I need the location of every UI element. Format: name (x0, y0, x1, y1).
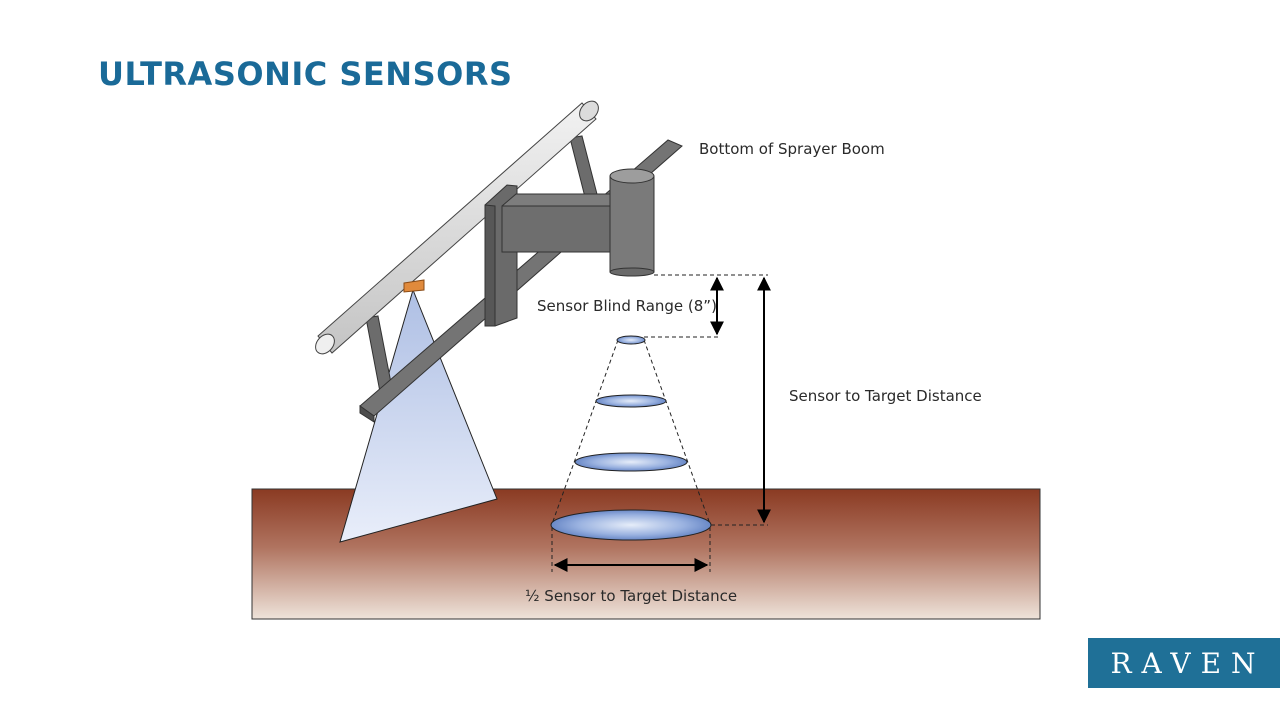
label-blind-range: Sensor Blind Range (8”) (537, 297, 717, 315)
label-bottom-of-boom: Bottom of Sprayer Boom (699, 140, 885, 158)
boom-strut-right (569, 135, 599, 202)
footprint-ellipse-2 (595, 394, 667, 408)
spray-cone (339, 288, 498, 543)
footprint-ellipse-3 (574, 452, 688, 472)
footprint-ellipse-4 (550, 509, 712, 541)
boom-strut-left (365, 315, 393, 393)
raven-logo-text: RAVEN (1110, 646, 1266, 680)
raven-logo: RAVEN (1088, 638, 1280, 688)
nozzle (403, 279, 425, 293)
label-target-distance: Sensor to Target Distance (789, 387, 982, 405)
slide-title: ULTRASONIC SENSORS (98, 55, 513, 93)
label-half-distance: ½ Sensor to Target Distance (525, 587, 738, 605)
ultrasonic-sensor (609, 175, 655, 273)
footprint-ellipse-1 (616, 335, 646, 345)
